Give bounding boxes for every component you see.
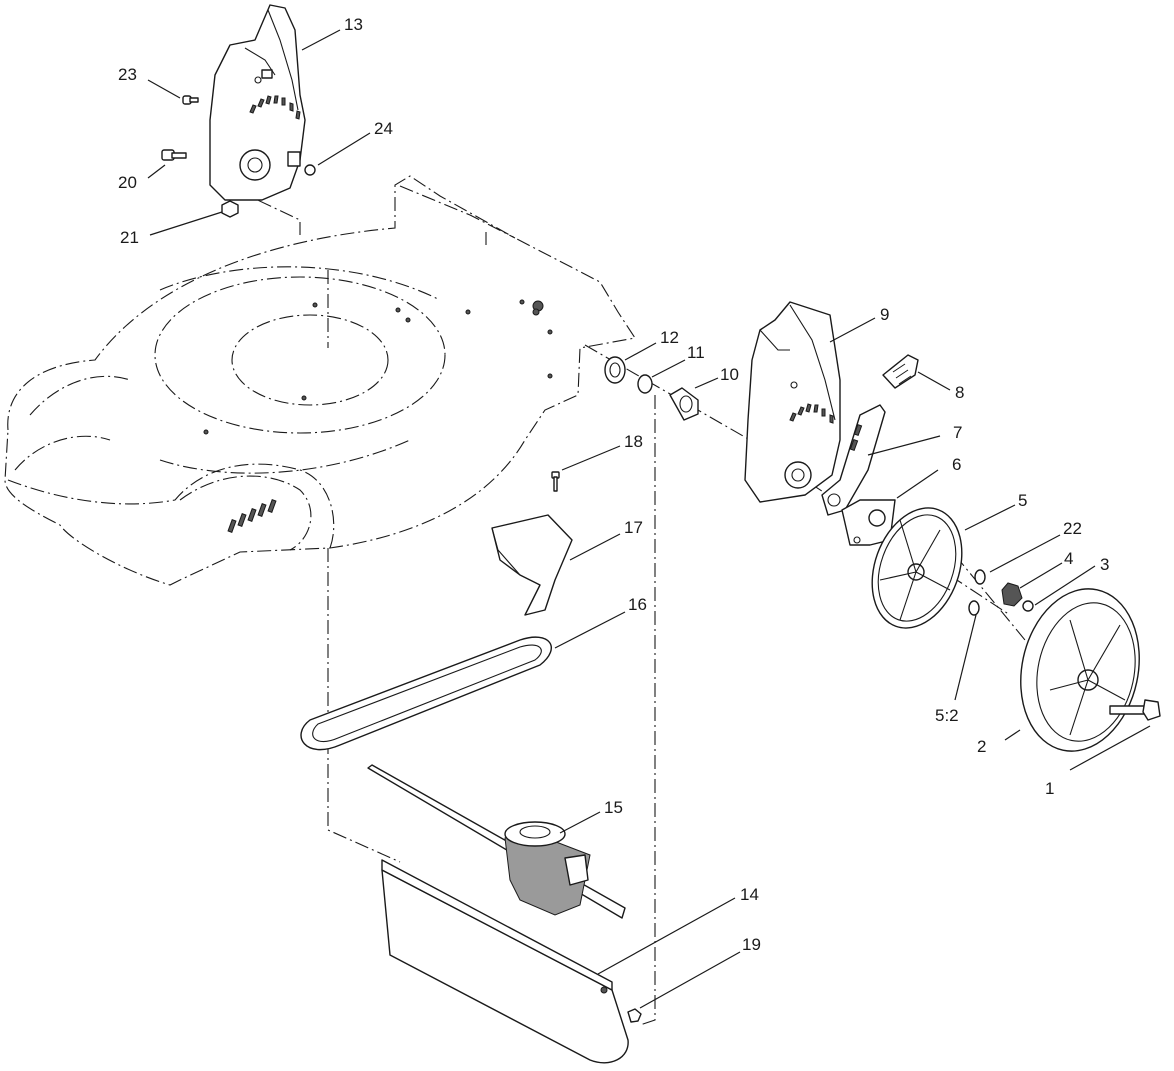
bolt-24 bbox=[287, 151, 316, 176]
washer-22 bbox=[974, 569, 986, 585]
bushing-12 bbox=[604, 356, 626, 384]
wheel-bolt-1 bbox=[1109, 699, 1161, 721]
bushing-10 bbox=[669, 387, 699, 421]
callout-labels: 1 2 3 4 5 5:2 6 7 8 9 10 11 12 13 14 15 … bbox=[118, 15, 1109, 954]
callout-10: 10 bbox=[720, 365, 739, 384]
callout-21: 21 bbox=[120, 228, 139, 247]
screw-20 bbox=[161, 149, 187, 161]
drive-belt-16 bbox=[300, 636, 552, 751]
callout-15: 15 bbox=[604, 798, 623, 817]
callout-23: 23 bbox=[118, 65, 137, 84]
rear-height-adjuster-plate bbox=[209, 4, 306, 201]
height-notches bbox=[249, 95, 301, 120]
adjuster-knob-8 bbox=[882, 354, 919, 389]
screw-23 bbox=[182, 95, 199, 105]
callout-17: 17 bbox=[624, 518, 643, 537]
callout-5: 5 bbox=[1018, 491, 1027, 510]
callout-3: 3 bbox=[1100, 555, 1109, 574]
callout-11: 11 bbox=[687, 343, 705, 362]
callout-1: 1 bbox=[1045, 779, 1054, 798]
callout-16: 16 bbox=[628, 595, 647, 614]
callout-20: 20 bbox=[118, 173, 137, 192]
belt-guard-17 bbox=[491, 514, 573, 616]
front-height-adjuster-plate bbox=[744, 301, 841, 503]
callout-8: 8 bbox=[955, 383, 964, 402]
washer-5-2 bbox=[968, 600, 980, 616]
wheel-hub-5 bbox=[871, 507, 963, 629]
callout-9: 9 bbox=[880, 305, 889, 324]
callout-6: 6 bbox=[952, 455, 961, 474]
callout-19: 19 bbox=[742, 935, 761, 954]
screw-18 bbox=[551, 471, 560, 492]
leader-lines bbox=[147, 29, 1151, 1009]
callout-12: 12 bbox=[660, 328, 679, 347]
gear-4 bbox=[1001, 582, 1023, 607]
deck-vent-slots bbox=[227, 499, 277, 533]
retainer-3 bbox=[1022, 600, 1034, 612]
callout-18: 18 bbox=[624, 432, 643, 451]
callout-22: 22 bbox=[1063, 519, 1082, 538]
callout-7: 7 bbox=[953, 423, 962, 442]
callout-24: 24 bbox=[374, 119, 393, 138]
mower-deck bbox=[4, 175, 636, 586]
callout-5-2: 5:2 bbox=[935, 706, 959, 725]
transmission-15 bbox=[367, 764, 626, 919]
screw-19 bbox=[627, 1008, 642, 1023]
front-height-notches bbox=[789, 403, 834, 424]
callout-4: 4 bbox=[1064, 549, 1073, 568]
rear-baffle-14 bbox=[381, 859, 629, 1064]
callout-14: 14 bbox=[740, 885, 759, 904]
nut-21 bbox=[221, 200, 239, 218]
callout-13: 13 bbox=[344, 15, 363, 34]
callout-2: 2 bbox=[977, 737, 986, 756]
spacer-11 bbox=[637, 374, 653, 394]
